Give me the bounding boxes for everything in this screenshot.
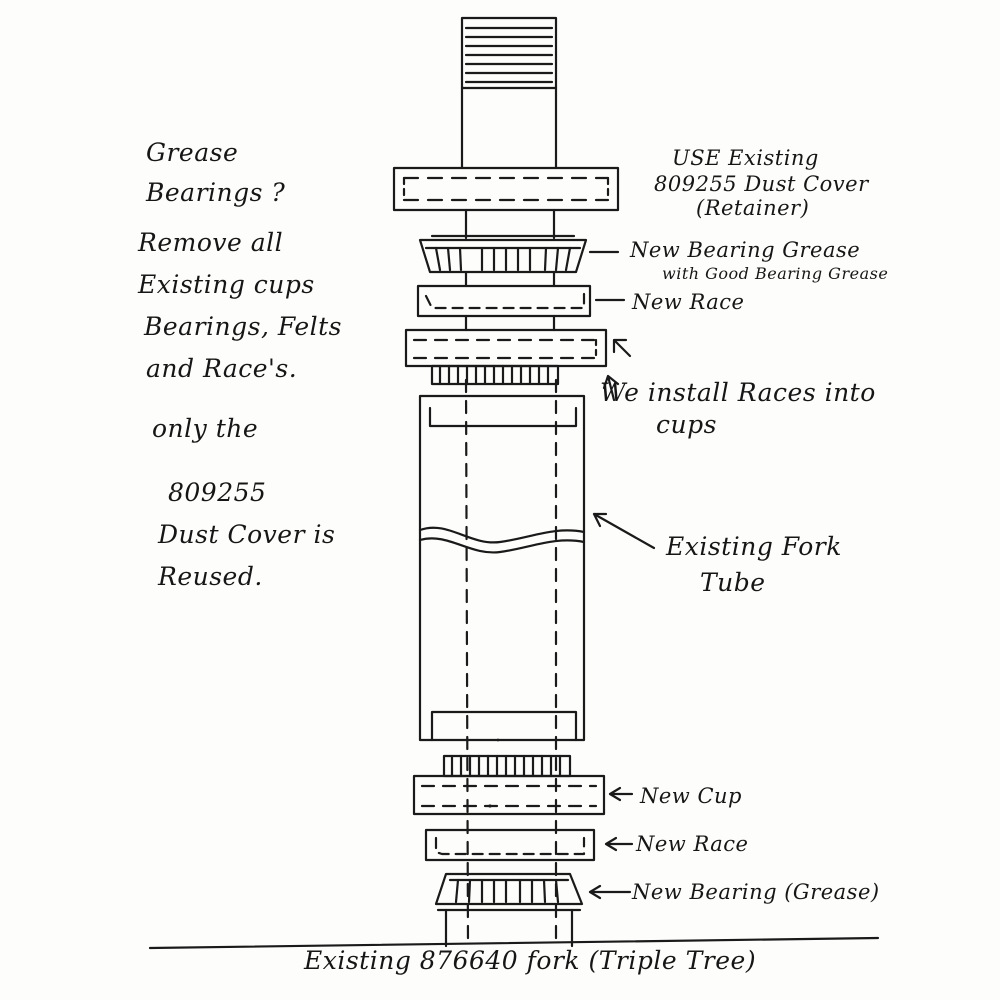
dust-cover (392, 166, 620, 212)
label-bottom-bearing: New Bearing (Grease) (632, 880, 880, 904)
label-install-races-cups: cups (656, 410, 717, 439)
bottom-bearing (434, 872, 584, 948)
note-top-right-line1: USE Existing (672, 146, 819, 170)
note-left-line4: Existing cups (138, 270, 315, 299)
leader-lines (588, 250, 656, 900)
stem-shaft (460, 86, 558, 948)
label-fork-tube-2: Tube (700, 568, 766, 597)
top-bearing (418, 234, 588, 274)
note-left-line5: Bearings, Felts (144, 312, 342, 341)
label-bottom-race: New Race (636, 832, 749, 856)
note-left-line6: and Race's. (146, 354, 298, 383)
label-top-bearing: New Bearing Grease (630, 238, 861, 262)
note-left-line1: Grease (146, 138, 239, 167)
note-left-line10: Reused. (158, 562, 263, 591)
triple-tree-base-line (148, 936, 880, 950)
note-left-line2: Bearings ? (146, 178, 286, 207)
bottom-race (424, 828, 596, 862)
threaded-stem-top (460, 16, 558, 90)
fork-tube (418, 394, 586, 742)
label-bottom-cup: New Cup (640, 784, 742, 808)
label-install-races: We install Races into (600, 378, 876, 407)
bottom-seal (442, 754, 572, 778)
note-left-line8: 809255 (168, 478, 267, 507)
note-left-line3: Remove all (138, 228, 284, 257)
dots (488, 738, 500, 808)
label-base-fork: Existing 876640 fork (Triple Tree) (304, 946, 757, 975)
note-top-right-line2: 809255 Dust Cover (654, 172, 869, 196)
note-top-right-line3: (Retainer) (696, 196, 810, 220)
label-top-bearing-note: with Good Bearing Grease (662, 264, 889, 283)
top-bearing-cup (404, 328, 608, 368)
bottom-cup (412, 774, 606, 816)
top-race (416, 284, 592, 318)
note-left-line9: Dust Cover is (158, 520, 336, 549)
label-top-race: New Race (632, 290, 745, 314)
label-fork-tube: Existing Fork (666, 532, 842, 561)
note-left-line7: only the (152, 414, 259, 443)
top-seal (430, 364, 560, 386)
